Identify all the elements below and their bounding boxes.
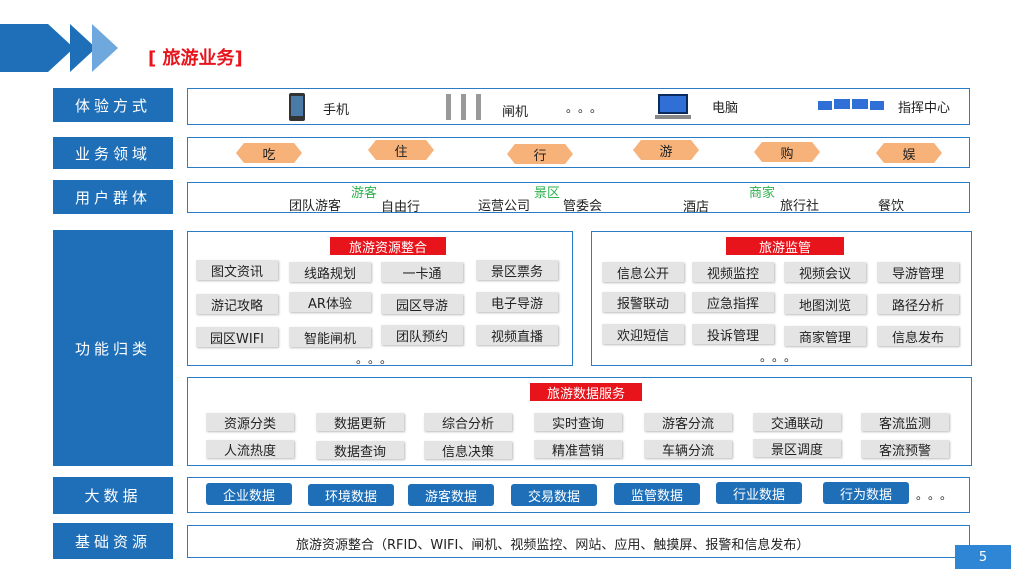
resource-item: 游记攻略	[196, 294, 278, 314]
row-label-bigdata: 大数据	[53, 477, 173, 514]
monitor-item: 信息发布	[877, 326, 959, 346]
base-resource-text: 旅游资源整合（RFID、WIFI、闸机、视频监控、网站、应用、触摸屏、报警和信息…	[296, 538, 810, 553]
monitor-item: 应急指挥	[692, 292, 774, 312]
user-item: 运营公司	[478, 199, 531, 214]
user-group-label: 商家	[749, 186, 776, 201]
monitor-item: 欢迎短信	[602, 324, 684, 344]
resource-item: 园区导游	[381, 294, 463, 314]
experience-item-computer: 电脑	[712, 101, 739, 116]
data-service-panel-title: 旅游数据服务	[530, 383, 642, 402]
bigdata-item: 行为数据	[823, 482, 909, 504]
data-service-item: 客流监测	[861, 413, 949, 432]
users-box: 游客 景区 商家 团队游客 自由行 运营公司 管委会 酒店 旅行社 餐饮	[187, 182, 970, 215]
header-bar	[0, 24, 48, 72]
bigdata-item: 游客数据	[408, 484, 494, 506]
resource-item: 一卡通	[381, 262, 463, 282]
monitor-item: 投诉管理	[692, 324, 774, 344]
data-service-panel: 旅游数据服务 资源分类 数据更新 综合分析 实时查询 游客分流 交通联动 客流监…	[187, 377, 972, 466]
data-service-item: 游客分流	[644, 413, 732, 432]
monitor-item: 商家管理	[784, 326, 866, 346]
business-item: 购	[754, 142, 820, 162]
data-service-item: 景区调度	[753, 439, 841, 458]
experience-item-phone: 手机	[323, 103, 350, 118]
data-service-item: 客流预警	[861, 440, 949, 459]
data-service-item: 信息决策	[424, 441, 512, 460]
page-title: [ 旅游业务]	[148, 48, 243, 69]
resource-item: 景区票务	[476, 260, 558, 280]
resource-item: 线路规划	[289, 262, 371, 282]
bigdata-item: 监管数据	[614, 483, 700, 505]
experience-item-command-center: 指挥中心	[898, 101, 951, 116]
monitor-item: 导游管理	[877, 262, 959, 282]
user-item: 酒店	[683, 200, 710, 215]
resource-panel-title: 旅游资源整合	[330, 237, 446, 256]
resource-ellipsis: 。。。	[356, 352, 399, 366]
experience-item-gate: 闸机	[502, 105, 529, 120]
bigdata-item: 行业数据	[716, 482, 802, 504]
monitor-item: 地图浏览	[784, 294, 866, 314]
chevron-icon	[92, 24, 118, 72]
monitor-ellipsis: 。。。	[760, 350, 803, 364]
row-label-base: 基础资源	[53, 523, 173, 559]
chevron-icon	[48, 24, 74, 72]
resource-item: 电子导游	[476, 292, 558, 312]
bigdata-box: 企业数据 环境数据 游客数据 交易数据 监管数据 行业数据 行为数据 。。。	[187, 477, 970, 513]
business-item: 吃	[236, 143, 302, 163]
bigdata-ellipsis: 。。。	[916, 488, 959, 502]
row-label-experience: 体验方式	[53, 88, 173, 122]
data-service-item: 资源分类	[206, 413, 294, 432]
resource-item: 智能闸机	[289, 327, 371, 347]
row-label-users: 用户群体	[53, 180, 173, 214]
row-label-business: 业务领域	[53, 137, 173, 169]
data-service-item: 交通联动	[753, 413, 841, 432]
user-item: 旅行社	[780, 199, 820, 214]
data-service-item: 精准营销	[534, 440, 622, 459]
experience-ellipsis: 。。。	[566, 101, 609, 115]
data-service-item: 人流热度	[206, 440, 294, 459]
monitor-panel-title: 旅游监管	[726, 237, 844, 256]
resource-item: 图文资讯	[196, 260, 278, 280]
resource-item: 园区WIFI	[196, 327, 278, 347]
data-service-item: 实时查询	[534, 413, 622, 432]
phone-icon	[289, 93, 305, 121]
business-item: 游	[633, 140, 699, 160]
resource-item: AR体验	[289, 292, 371, 312]
data-service-item: 数据查询	[316, 441, 404, 460]
data-service-item: 车辆分流	[644, 440, 732, 459]
monitor-item: 路径分析	[877, 294, 959, 314]
business-item: 娱	[876, 143, 942, 163]
user-group-label: 景区	[534, 186, 561, 201]
bigdata-item: 企业数据	[206, 483, 292, 505]
user-group-label: 游客	[351, 186, 378, 201]
business-item: 住	[368, 140, 434, 160]
bigdata-item: 环境数据	[308, 484, 394, 506]
resource-item: 视频直播	[476, 325, 558, 345]
user-item: 餐饮	[878, 199, 905, 214]
gate-icon	[446, 94, 481, 120]
user-item: 团队游客	[289, 199, 342, 214]
monitor-item: 信息公开	[602, 262, 684, 282]
monitor-panel: 旅游监管 信息公开 视频监控 视频会议 导游管理 报警联动 应急指挥 地图浏览 …	[591, 231, 972, 366]
base-box: 旅游资源整合（RFID、WIFI、闸机、视频监控、网站、应用、触摸屏、报警和信息…	[187, 525, 970, 558]
resource-panel: 旅游资源整合 图文资讯 线路规划 一卡通 景区票务 游记攻略 AR体验 园区导游…	[187, 231, 573, 366]
row-label-functions: 功能归类	[53, 230, 173, 466]
chevron-icon	[70, 24, 96, 72]
data-service-item: 综合分析	[424, 413, 512, 432]
computer-icon	[655, 94, 691, 119]
business-item: 行	[507, 144, 573, 164]
monitor-item: 视频会议	[784, 262, 866, 282]
data-service-item: 数据更新	[316, 413, 404, 432]
resource-item: 团队预约	[381, 325, 463, 345]
monitor-item: 视频监控	[692, 262, 774, 282]
monitor-wall-icon	[818, 99, 884, 110]
monitor-item: 报警联动	[602, 292, 684, 312]
user-item: 自由行	[381, 200, 421, 215]
bigdata-item: 交易数据	[511, 484, 597, 506]
user-item: 管委会	[563, 199, 603, 214]
experience-box: 手机 闸机 。。。 电脑 指挥中心	[187, 88, 970, 125]
business-box: 吃 住 行 游 购 娱	[187, 137, 970, 168]
page-number: 5	[955, 545, 1011, 569]
